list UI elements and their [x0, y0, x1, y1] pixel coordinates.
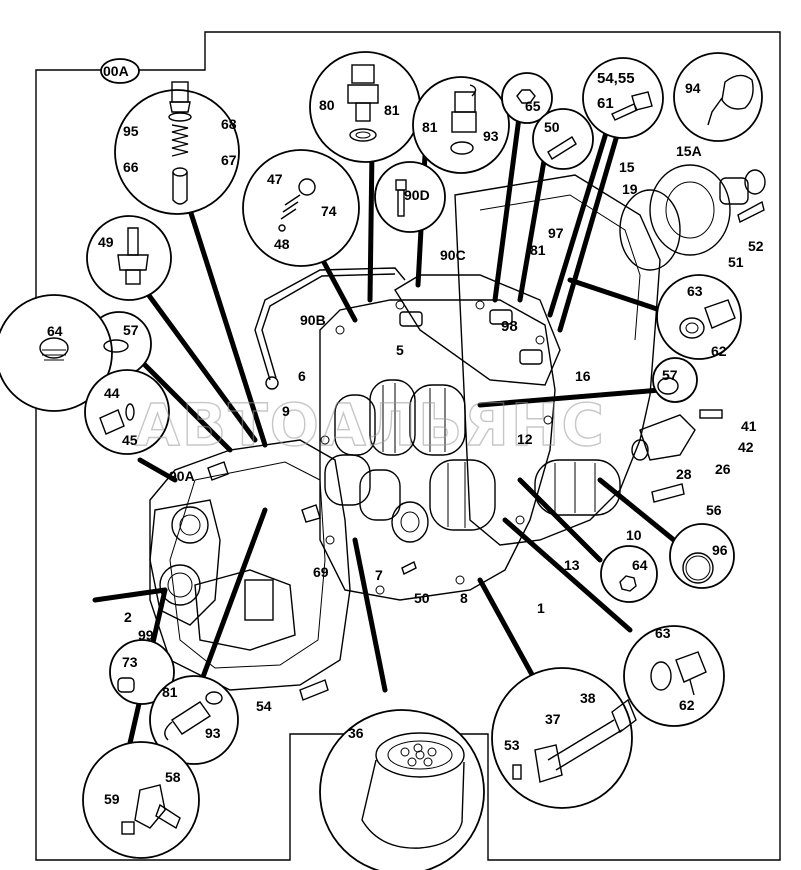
- callout-label: 19: [622, 181, 638, 197]
- callout-label: 54: [256, 698, 272, 714]
- callout-label: 96: [712, 542, 728, 558]
- diagram-frame: [35, 31, 781, 861]
- callout-label: 13: [564, 557, 580, 573]
- callout-label: 64: [47, 323, 63, 339]
- callout-label: 65: [525, 98, 541, 114]
- callout-label: 37: [545, 711, 561, 727]
- section-tag-badge: [100, 58, 140, 84]
- callout-label: 63: [687, 283, 703, 299]
- callout-label: 90A: [169, 468, 195, 484]
- callout-label: 62: [679, 697, 695, 713]
- callout-label: 50: [414, 590, 430, 606]
- callout-label: 99: [138, 627, 154, 643]
- callout-label: 52: [748, 238, 764, 254]
- callout-label: 38: [580, 690, 596, 706]
- callout-label: 81: [530, 242, 546, 258]
- callout-label: 2: [124, 609, 132, 625]
- callout-label: 64: [632, 557, 648, 573]
- callout-label: 69: [313, 564, 329, 580]
- callout-label: 1: [537, 600, 545, 616]
- callout-label: 93: [205, 725, 221, 741]
- callout-label: 73: [122, 654, 138, 670]
- callout-label: 94: [685, 80, 701, 96]
- callout-label: 8: [460, 590, 468, 606]
- callout-label: 98: [501, 318, 518, 335]
- callout-label: 90B: [300, 312, 326, 328]
- callout-label: 44: [104, 385, 120, 401]
- callout-label: 7: [375, 567, 383, 583]
- callout-label: 5: [396, 342, 404, 358]
- callout-label: 49: [98, 234, 114, 250]
- callout-label: 61: [597, 95, 614, 112]
- callout-label: 28: [676, 466, 692, 482]
- gearbox-housing: [149, 174, 661, 691]
- callout-label: 81: [422, 119, 438, 135]
- callout-label: 6: [298, 368, 306, 384]
- callout-label: 63: [655, 625, 671, 641]
- callout-label: 15A: [676, 143, 702, 159]
- callout-label: 81: [384, 102, 400, 118]
- callout-label: 74: [321, 203, 337, 219]
- callout-label: 56: [706, 502, 722, 518]
- callout-label: 15: [619, 159, 635, 175]
- callout-label: 58: [165, 769, 181, 785]
- callout-label: 97: [548, 225, 564, 241]
- callout-label: 93: [483, 128, 499, 144]
- callout-label: 54,55: [597, 70, 635, 87]
- section-tag-label: 00A: [103, 63, 129, 79]
- callout-label: 50: [544, 119, 560, 135]
- callout-label: 59: [104, 791, 120, 807]
- callout-label: 90D: [404, 187, 430, 203]
- watermark-text: АВТОАЛЬЯНС: [135, 391, 606, 459]
- callout-label: 53: [504, 737, 520, 753]
- callout-label: 80: [319, 97, 335, 113]
- callout-labels: 00A 95 68 66 67 80 81 81 93 65 54,55 61 …: [47, 63, 764, 807]
- gear-shafts: [324, 379, 621, 543]
- callout-label: 47: [267, 171, 283, 187]
- callout-label: 42: [738, 439, 754, 455]
- callout-label: 51: [728, 254, 744, 270]
- callout-label: 68: [221, 116, 237, 132]
- callout-label: 90C: [440, 247, 466, 263]
- callout-label: 57: [123, 322, 139, 338]
- leader-lines: [92, 107, 683, 768]
- callout-label: 26: [715, 461, 731, 477]
- part-sketches: [39, 64, 766, 849]
- callout-label: 16: [575, 368, 591, 384]
- callout-label: 81: [162, 684, 178, 700]
- callout-label: 57: [662, 367, 678, 383]
- callout-label: 48: [274, 236, 290, 252]
- detail-bubbles: [0, 51, 763, 870]
- callout-label: 9: [282, 403, 290, 419]
- callout-label: 95: [123, 123, 139, 139]
- callout-label: 41: [741, 418, 757, 434]
- callout-label: 12: [517, 431, 533, 447]
- callout-label: 10: [626, 527, 642, 543]
- callout-label: 62: [711, 343, 727, 359]
- callout-label: 45: [122, 432, 138, 448]
- callout-label: 36: [348, 725, 364, 741]
- callout-label: 66: [123, 159, 139, 175]
- callout-label: 67: [221, 152, 237, 168]
